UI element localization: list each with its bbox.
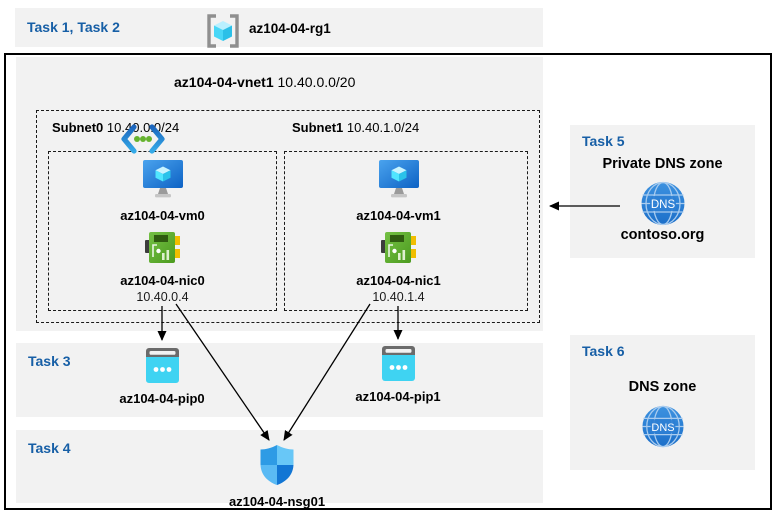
subnet1-label: Subnet1 10.40.1.0/24 — [292, 120, 419, 135]
subnet0-box: az104-04-vm0 — [48, 151, 277, 311]
nsg-shield-icon — [258, 444, 296, 491]
nic0-ip: 10.40.0.4 — [136, 290, 189, 304]
virtual-machine-icon — [376, 160, 422, 205]
subnet1-box: az104-04-vm1 — [284, 151, 528, 311]
nic-icon — [144, 230, 181, 270]
vnet-title: az104-04-vnet1 10.40.0.0/20 — [174, 74, 355, 90]
virtual-network-icon — [120, 123, 166, 160]
dns-icon-text: DNS — [650, 199, 675, 211]
subnet0-cidr: 10.40.0.0/24 — [106, 120, 180, 135]
task1-2-band: Task 1, Task 2 az104-04-rg1 — [15, 8, 543, 48]
nic-icon — [380, 230, 417, 270]
task1-2-heading: Task 1, Task 2 — [27, 19, 120, 35]
pip0-group: az104-04-pip0 — [86, 348, 238, 407]
environment-border — [4, 53, 772, 510]
vm1-name: az104-04-vm1 — [356, 208, 441, 223]
task3-band: Task 3 az104-04-pip0 — [16, 343, 543, 417]
private-dns-zone-name: contoso.org — [620, 227, 705, 243]
dns-zone-icon: DNS — [641, 405, 684, 453]
task4-band: Task 4 az104-04-nsg01 — [16, 430, 543, 509]
resource-group-name: az104-04-rg1 — [249, 21, 331, 36]
task5-box: Task 5 Private DNS zone DNS contoso.org — [570, 125, 755, 258]
dns-zone-icon: DNS — [640, 181, 685, 231]
subnet1-name: Subnet1 — [292, 120, 344, 135]
public-ip-icon — [144, 348, 181, 388]
subnet0-label: Subnet0 10.40.0.0/24 — [52, 120, 179, 135]
vnet-name: az104-04-vnet1 — [174, 74, 274, 90]
resource-group-icon — [203, 12, 243, 55]
nic1-ip: 10.40.1.4 — [372, 290, 425, 304]
private-dns-zone-title: Private DNS zone — [602, 156, 723, 172]
subnet1-cidr: 10.40.1.0/24 — [346, 120, 420, 135]
pip1-name: az104-04-pip1 — [355, 389, 441, 404]
task5-heading: Task 5 — [582, 133, 625, 149]
nic0-name: az104-04-nic0 — [120, 273, 205, 288]
task6-heading: Task 6 — [582, 343, 625, 359]
vnet-box: az104-04-vnet1 10.40.0.0/20 Subnet0 10.4… — [16, 57, 543, 331]
vm0-name: az104-04-vm0 — [120, 208, 205, 223]
dns-icon-text: DNS — [651, 422, 674, 434]
task6-box: Task 6 DNS zone DNS — [570, 335, 755, 470]
vnet-cidr: 10.40.0.0/20 — [277, 74, 356, 90]
nic1-name: az104-04-nic1 — [356, 273, 441, 288]
nsg-group: az104-04-nsg01 — [201, 444, 353, 510]
task4-heading: Task 4 — [28, 440, 71, 456]
pip1-group: az104-04-pip1 — [322, 346, 474, 405]
pip0-name: az104-04-pip0 — [119, 391, 205, 406]
virtual-machine-icon — [140, 160, 186, 205]
subnets-container: Subnet0 10.40.0.0/24 Subnet1 10.40.1.0/2… — [36, 110, 540, 323]
public-ip-icon — [380, 346, 417, 386]
dns-zone-title: DNS zone — [628, 379, 697, 395]
subnet0-name: Subnet0 — [52, 120, 104, 135]
task3-heading: Task 3 — [28, 353, 71, 369]
nsg-name: az104-04-nsg01 — [228, 494, 326, 509]
